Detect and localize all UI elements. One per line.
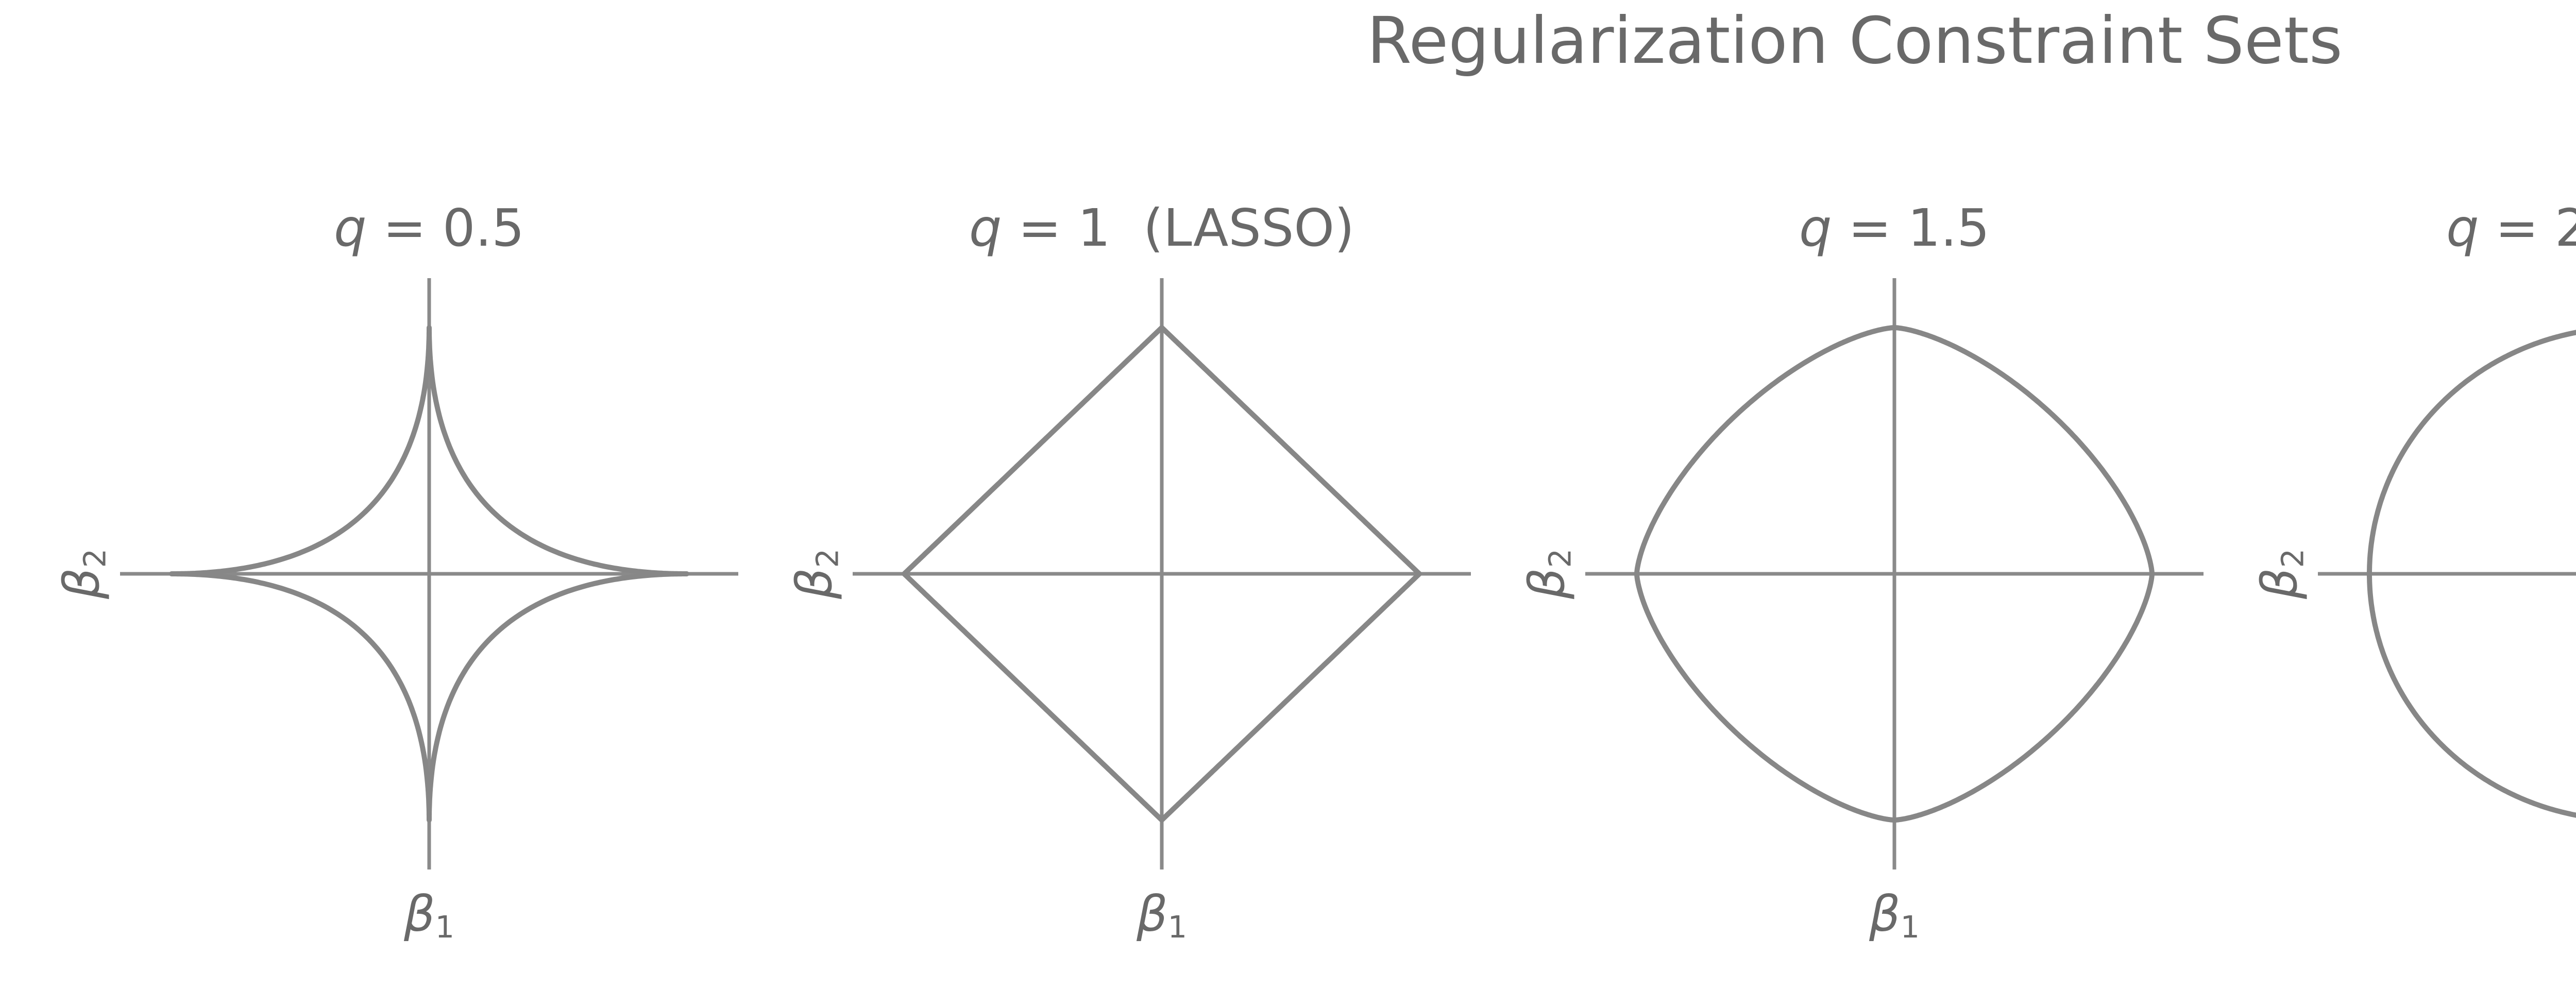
plot-area — [120, 278, 738, 869]
subplot-q-0.5: q = 0.5 β2 β1 — [54, 191, 769, 963]
plot-area — [1585, 278, 2204, 869]
x-axis-label: β1 — [89, 881, 769, 948]
subplot-title-text: = 1 (LASSO) — [1002, 198, 1355, 258]
constraint-curve — [902, 325, 1422, 823]
beta-symbol: β — [1869, 886, 1901, 943]
subplot-title: q = 0.5 — [89, 200, 769, 257]
q-symbol: q — [334, 198, 367, 258]
subplot-title: q = 2 (Ridge) — [2287, 200, 2576, 257]
x-axis-label: β1 — [1554, 881, 2234, 948]
subplot-title-text: = 0.5 — [366, 198, 524, 258]
subplot-title-text: = 2 (Ridge) — [2495, 198, 2576, 258]
subplot-title: q = 1 (LASSO) — [822, 200, 1502, 257]
q-symbol: q — [1799, 198, 1832, 258]
subplot-title-text: = 1.5 — [1832, 198, 1990, 258]
beta-symbol: β — [403, 886, 435, 943]
x-axis-subscript: 1 — [1900, 909, 1920, 945]
q-symbol: q — [2446, 198, 2479, 258]
subplot-title: q = 1.5 — [1554, 200, 2234, 257]
constraint-curve — [1634, 325, 2155, 823]
x-axis-label: β1 — [2287, 881, 2576, 948]
plot-area — [853, 278, 1471, 869]
constraint-curve — [169, 325, 689, 823]
figure-title: Regularization Constraint Sets — [1367, 4, 2343, 78]
subplot-q-1-lasso: q = 1 (LASSO) β2 β1 — [787, 191, 1502, 963]
beta-symbol: β — [1136, 886, 1168, 943]
x-axis-subscript: 1 — [1167, 909, 1188, 945]
constraint-curve — [2367, 330, 2576, 818]
plot-area — [2318, 330, 2576, 818]
subplot-q-1.5: q = 1.5 β2 β1 — [1519, 191, 2234, 963]
x-axis-subscript: 1 — [435, 909, 455, 945]
x-axis-label: β1 — [822, 881, 1502, 948]
subplot-q-2-ridge: q = 2 (Ridge) β2 β1 — [2252, 191, 2576, 963]
q-symbol: q — [969, 198, 1002, 258]
